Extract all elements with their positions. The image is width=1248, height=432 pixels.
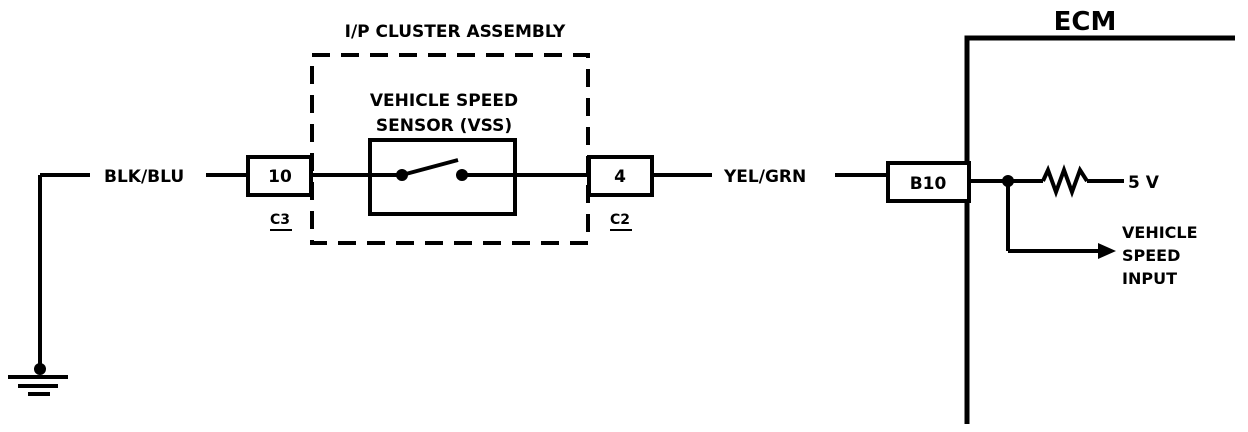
ground-icon [8,175,68,396]
arrow-right-icon [1098,243,1116,259]
ecm-title: ECM [1054,7,1117,37]
speed-input-label-line2: SPEED [1122,246,1180,265]
voltage-5v-label: 5 V [1128,173,1160,193]
speed-input-label-line1: VEHICLE [1122,223,1198,242]
pin-10-label: 10 [268,167,292,187]
vehicle-speed-sensor [368,138,517,216]
sensor-label-line1: VEHICLE SPEED [370,91,518,111]
resistor-icon [1041,164,1089,198]
connector-c2-label: C2 [610,212,630,228]
sensor-label-line2: SENSOR (VSS) [376,116,512,136]
wire-label-yel-grn: YEL/GRN [723,167,806,187]
switch-icon [396,158,468,181]
connector-pin-10 [246,155,313,197]
ecm-boundary [964,35,1235,424]
connector-pin-4 [587,155,654,197]
cluster-assembly-title: I/P CLUSTER ASSEMBLY [345,22,566,42]
connector-c3-label: C3 [270,212,290,228]
speed-input-label-line3: INPUT [1122,269,1177,288]
wire-label-blk-blu: BLK/BLU [104,167,184,187]
pin-4-label: 4 [614,167,626,187]
ecm-pin-b10 [886,161,971,203]
ecm-pin-b10-label: B10 [910,174,947,194]
